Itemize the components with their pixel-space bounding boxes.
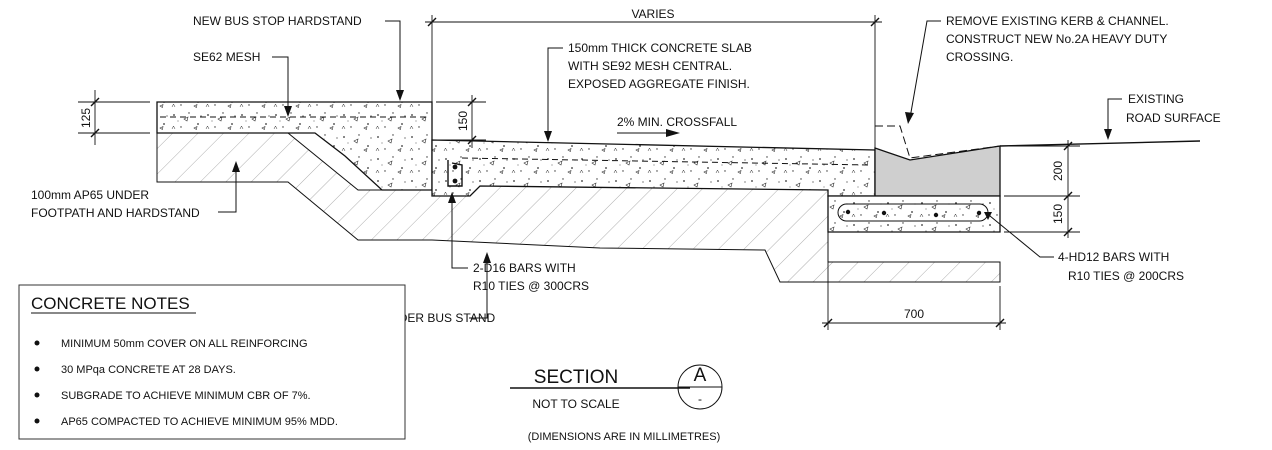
label-slab-line-3: EXPOSED AGGREGATE FINISH.: [568, 77, 750, 91]
label-existing-line-2: ROAD SURFACE: [1126, 111, 1221, 125]
hd12-bar: [933, 212, 939, 218]
section-title: SECTION: [534, 367, 618, 388]
bullet: [34, 366, 40, 372]
d16-bar: [452, 178, 458, 184]
label-slab-line-2: WITH SE92 MESH CENTRAL.: [568, 59, 732, 73]
label-beam-bars-1: 4-HD12 BARS WITH: [1058, 250, 1169, 264]
label-kerb-line-3: CROSSING.: [946, 50, 1013, 64]
bullet: [34, 340, 40, 346]
dim-footpath-depth: 125: [79, 108, 93, 128]
dim-kerb-depth: 200: [1051, 161, 1065, 181]
section-sheet: -: [698, 392, 702, 406]
label-se62-mesh: SE62 MESH: [193, 50, 260, 64]
units-note: (DIMENSIONS ARE IN MILLIMETRES): [528, 431, 721, 443]
label-crossfall: 2% MIN. CROSSFALL: [617, 115, 737, 129]
label-beam-bars-2: R10 TIES @ 200CRS: [1068, 269, 1184, 283]
note-item-2: 30 MPqa CONCRETE AT 28 DAYS.: [61, 364, 236, 376]
se92-mesh-line: [461, 157, 871, 166]
dim-varies: VARIES: [631, 7, 674, 21]
bullet: [34, 392, 40, 398]
label-edge-bars-2: R10 TIES @ 300CRS: [473, 279, 589, 293]
label-kerb-line-1: REMOVE EXISTING KERB & CHANNEL.: [946, 14, 1169, 28]
thickened-beam: [827, 195, 1001, 233]
note-item-4: AP65 COMPACTED TO ACHIEVE MINIMUM 95% MD…: [61, 416, 338, 428]
concrete-notes-title: CONCRETE NOTES: [31, 294, 190, 313]
label-bus-stop-hardstand: NEW BUS STOP HARDSTAND: [193, 14, 362, 28]
label-edge-bars-1: 2-D16 BARS WITH: [473, 261, 576, 275]
label-footpath-base-1: 100mm AP65 UNDER: [31, 188, 149, 202]
hd12-bar: [881, 210, 887, 216]
hardstand-slab: [156, 101, 433, 191]
dim-slab-depth: 150: [456, 111, 470, 131]
label-kerb-line-2: CONSTRUCT NEW No.2A HEAVY DUTY: [946, 32, 1167, 46]
existing-road-surface: [999, 140, 1201, 147]
label-footpath-base-2: FOOTPATH AND HARDSTAND: [31, 206, 200, 220]
hd12-bar: [976, 210, 982, 216]
heavy-duty-crossing: [874, 145, 1001, 197]
dim-beam-width: 700: [904, 307, 924, 321]
d16-bar: [452, 164, 458, 170]
section-scale: NOT TO SCALE: [532, 397, 619, 411]
dim-beam-depth: 150: [1051, 204, 1065, 224]
label-existing-line-1: EXISTING: [1128, 92, 1184, 106]
note-item-3: SUBGRADE TO ACHIEVE MINIMUM CBR OF 7%.: [61, 390, 311, 402]
note-item-1: MINIMUM 50mm COVER ON ALL REINFORCING: [61, 338, 308, 350]
label-slab-line-1: 150mm THICK CONCRETE SLAB: [568, 41, 752, 55]
section-letter: A: [694, 365, 707, 386]
edge-bar-ties: [447, 160, 463, 187]
concrete-notes-box: [18, 284, 406, 440]
existing-kerb-outline: [875, 125, 1001, 159]
bullet: [34, 418, 40, 424]
hd12-bar: [845, 209, 851, 215]
